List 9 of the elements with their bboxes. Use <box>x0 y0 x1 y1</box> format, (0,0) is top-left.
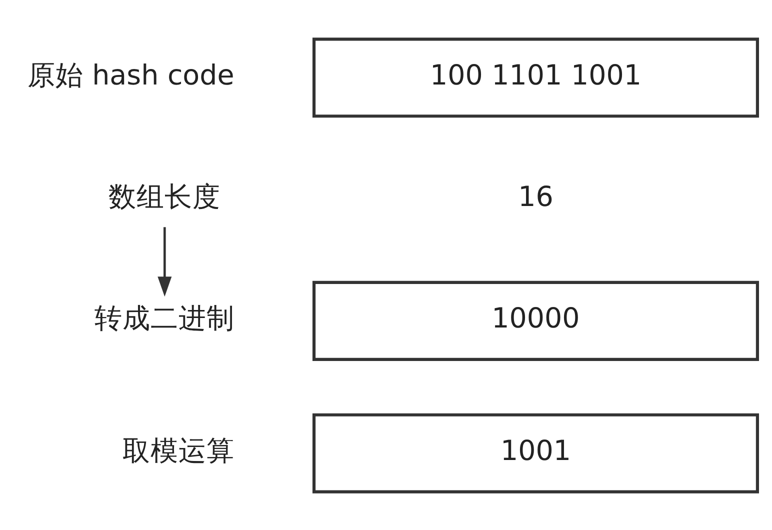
node-label: 原始 hash code <box>27 58 234 91</box>
node-text: 数组长度 <box>108 180 221 213</box>
label: 16 <box>518 180 554 213</box>
node-text: 转成二进制 <box>94 301 235 334</box>
arrow <box>158 226 172 296</box>
node-label: 取模运算 <box>122 434 235 467</box>
node-box: 10000 <box>312 280 759 360</box>
node-box: 1001 <box>312 412 759 493</box>
node-box: 100 1101 1001 <box>312 37 759 118</box>
